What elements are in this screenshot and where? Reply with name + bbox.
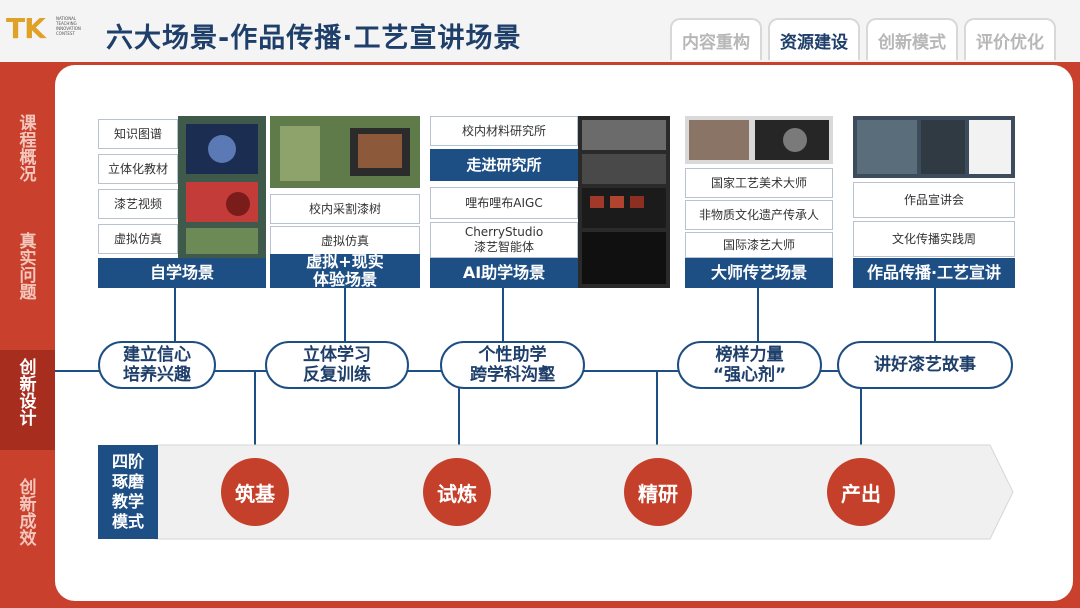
section-tabs: 内容重构 资源建设 创新模式 评价优化 [670,18,1056,60]
scene-item: CherryStudio 漆艺智能体 [430,222,578,258]
scene-item: 立体化教材 [98,154,178,184]
sidebar: 课程概况 真实问题 创新设计 创新成效 [0,62,52,608]
scene-item: 校内材料研究所 [430,116,578,146]
goal-pill: 个性助学 跨学科沟壑 [440,341,585,389]
goal-pill: 榜样力量 “强心剂” [677,341,822,389]
scene-item: 国际漆艺大师 [685,232,833,258]
logo-subtext: NATIONAL TEACHING INNOVATION CONTEST [56,16,96,36]
scene-item-highlight: 走进研究所 [430,149,578,181]
scene-item: 非物质文化遗产传承人 [685,200,833,230]
stage-circle: 产出 [827,458,895,526]
scene-photo [578,116,670,288]
scene-item: 虚拟仿真 [98,224,178,254]
scene-photo [853,116,1015,178]
scene-photo [270,116,420,188]
scene-item: 作品宣讲会 [853,182,1015,218]
scene-card-self-study: 知识图谱 立体化教材 漆艺视频 虚拟仿真 自学场景 [98,116,266,288]
scene-caption: 作品传播·工艺宣讲 [853,258,1015,288]
stage-circle: 精研 [624,458,692,526]
tab-resource-building[interactable]: 资源建设 [768,18,860,60]
tab-content-restructure[interactable]: 内容重构 [670,18,762,60]
page-title: 六大场景-作品传播·工艺宣讲场景 [106,16,521,55]
sidebar-item-real-problems[interactable]: 真实问题 [10,232,40,306]
contest-logo: TK NATIONAL TEACHING INNOVATION CONTEST [6,12,96,46]
top-bar: TK NATIONAL TEACHING INNOVATION CONTEST … [0,0,1080,62]
scene-photo [178,116,266,258]
scene-item: 校内采割漆树 [270,194,420,224]
tab-innovation-mode[interactable]: 创新模式 [866,18,958,60]
scene-caption: 虚拟+现实 体验场景 [270,254,420,288]
scene-photo [685,116,833,164]
model-label: 四阶 琢磨 教学 模式 [98,445,158,539]
sidebar-item-innovation-results[interactable]: 创新成效 [10,478,40,552]
scene-card-virtual-reality: 校内采割漆树 虚拟仿真 虚拟+现实 体验场景 [270,116,420,288]
scene-caption: 自学场景 [98,258,266,288]
scene-card-master-craft: 国家工艺美术大师 非物质文化遗产传承人 国际漆艺大师 大师传艺场景 [685,116,833,288]
goal-pill: 立体学习 反复训练 [265,341,409,389]
scene-item: 文化传播实践周 [853,221,1015,257]
scene-item: 漆艺视频 [98,189,178,219]
content-panel: 知识图谱 立体化教材 漆艺视频 虚拟仿真 自学场景 校内采割漆树 虚拟仿真 虚拟… [55,65,1073,601]
scene-card-spread-and-lecture: 作品宣讲会 文化传播实践周 作品传播·工艺宣讲 [853,116,1015,288]
sidebar-item-innovation-design[interactable]: 创新设计 [10,358,40,432]
scene-card-ai-assist: 校内材料研究所 走进研究所 哩布哩布AIGC CherryStudio 漆艺智能… [430,116,670,288]
stage-circle: 试炼 [423,458,491,526]
scene-caption: AI助学场景 [430,258,578,288]
goal-pill: 讲好漆艺故事 [837,341,1013,389]
tab-evaluation[interactable]: 评价优化 [964,18,1056,60]
scene-caption: 大师传艺场景 [685,258,833,288]
stage-circle: 筑基 [221,458,289,526]
sidebar-item-course-overview[interactable]: 课程概况 [10,114,40,188]
scene-item: 哩布哩布AIGC [430,187,578,219]
logo-text: TK [6,12,45,45]
scene-item: 知识图谱 [98,119,178,149]
goal-pill: 建立信心 培养兴趣 [98,341,216,389]
scene-item: 国家工艺美术大师 [685,168,833,198]
